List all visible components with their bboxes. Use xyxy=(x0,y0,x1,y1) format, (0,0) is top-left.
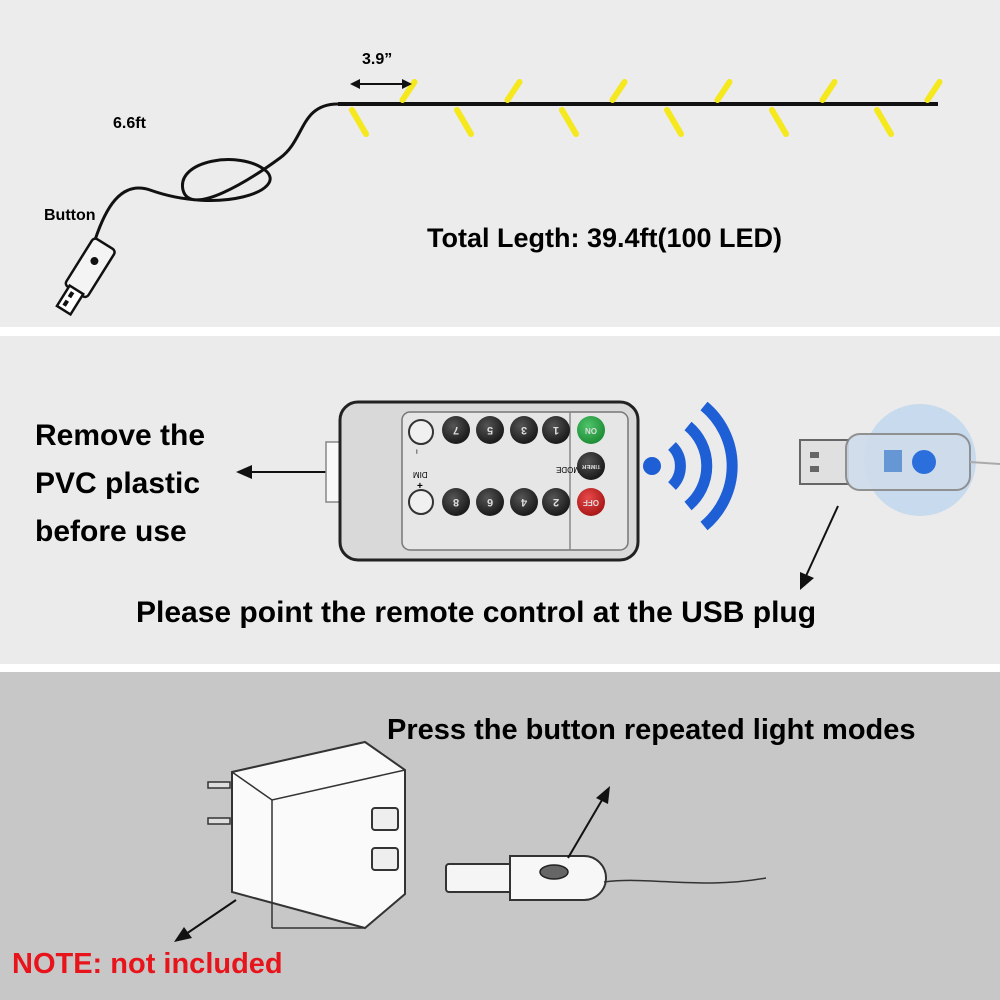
signal-waves-icon xyxy=(643,401,738,531)
remote-illustration xyxy=(236,400,1000,590)
lead-length-label: 6.6ft xyxy=(113,115,146,132)
led-strip-illustration xyxy=(55,79,943,317)
wall-adapter xyxy=(207,740,406,930)
led-bulb xyxy=(559,107,579,137)
usb-port-2 xyxy=(371,847,399,871)
adapter-illustration xyxy=(174,740,767,942)
pvc-note-line-3: before use xyxy=(35,515,187,548)
button-dot xyxy=(90,256,99,265)
pvc-note-line-1: Remove the xyxy=(35,419,206,452)
remote-timer-button[interactable]: TIMER xyxy=(577,452,605,480)
strip-dimensions-panel: 3.9” 6.6ft Button Total Legth: 39.4ft(10… xyxy=(0,0,1000,327)
power-adapter-panel: Press the button repeated light modes NO… xyxy=(0,672,1000,1000)
dim-plus-label: + xyxy=(417,481,423,492)
led-bulb xyxy=(714,79,733,103)
usb-port-1 xyxy=(371,807,399,831)
led-bulb xyxy=(924,79,943,103)
led-bulb xyxy=(769,107,789,137)
led-bulb xyxy=(819,79,838,103)
led-bulb xyxy=(664,107,684,137)
dim-minus-label: − xyxy=(412,448,423,455)
dim-plus-sun-icon xyxy=(408,489,434,515)
mode-button xyxy=(539,864,569,880)
remote-button-1[interactable]: 1 xyxy=(542,416,570,444)
not-included-note: NOTE: not included xyxy=(12,948,283,980)
led-bulb xyxy=(504,79,523,103)
usb-receiver xyxy=(799,404,1000,516)
usb-plug-with-button xyxy=(55,237,116,317)
led-bulbs xyxy=(349,79,943,137)
pvc-note: Remove the PVC plastic before use xyxy=(35,412,205,556)
spacing-arrow xyxy=(350,79,412,89)
dim-label: DIM xyxy=(413,470,428,479)
led-bulb xyxy=(874,107,894,137)
pointing-instruction: Please point the remote control at the U… xyxy=(136,596,817,629)
lead-wire xyxy=(93,102,339,241)
remote-on-button[interactable]: ON xyxy=(577,416,605,444)
remote-button-7[interactable]: 7 xyxy=(442,416,470,444)
pvc-note-line-2: PVC plastic xyxy=(35,467,201,500)
remote-button-4[interactable]: 4 xyxy=(510,488,538,516)
led-bulb xyxy=(609,79,628,103)
remote-control-panel: − DIM + MODE 7 5 3 1 8 6 4 2 ON TIMER OF… xyxy=(0,336,1000,664)
remote-button-6[interactable]: 6 xyxy=(476,488,504,516)
total-length-label: Total Legth: 39.4ft(100 LED) xyxy=(427,223,783,253)
remote-button-2[interactable]: 2 xyxy=(542,488,570,516)
led-bulb xyxy=(454,107,474,137)
led-bulb xyxy=(349,107,369,137)
remote-button-3[interactable]: 3 xyxy=(510,416,538,444)
pvc-plastic-tab xyxy=(325,441,341,503)
usb-controller-stick xyxy=(445,855,767,901)
spacing-label: 3.9” xyxy=(362,51,393,68)
press-instruction: Press the button repeated light modes xyxy=(387,714,916,746)
dim-minus-sun-icon xyxy=(408,419,434,445)
remote-off-button[interactable]: OFF xyxy=(577,488,605,516)
remote-button-8[interactable]: 8 xyxy=(442,488,470,516)
led-bulb xyxy=(399,79,418,103)
remote-button-5[interactable]: 5 xyxy=(476,416,504,444)
button-label: Button xyxy=(44,207,96,224)
